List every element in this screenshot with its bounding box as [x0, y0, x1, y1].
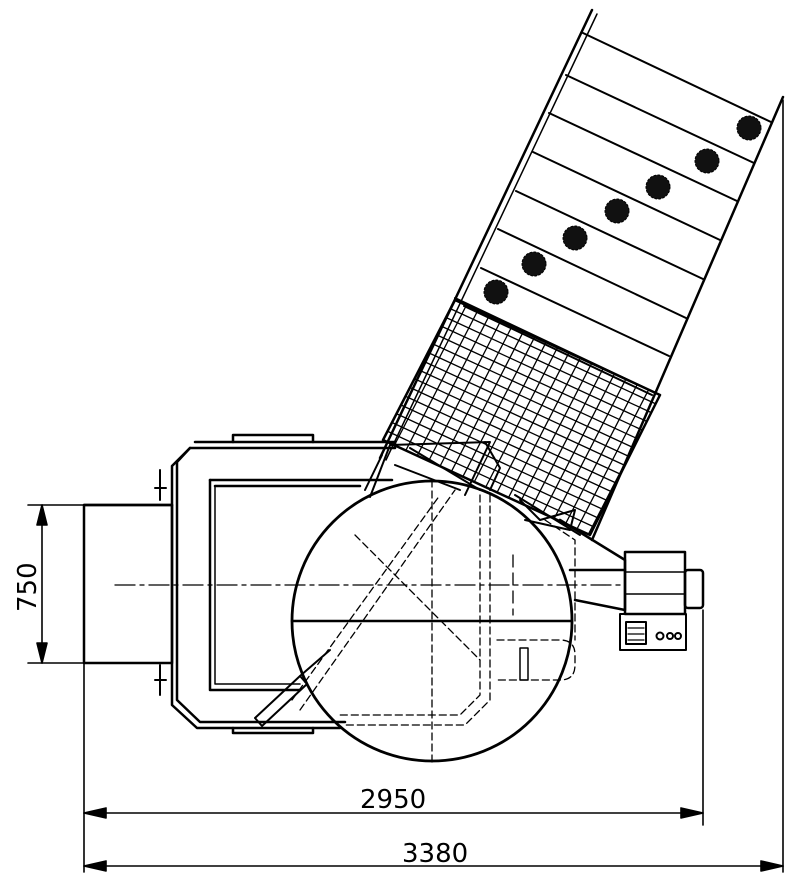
tank-body: [154, 433, 397, 735]
dimension-3380-label: 3380: [402, 839, 468, 869]
conveyor-slats: [454, 32, 772, 396]
rotating-drum: [254, 479, 576, 763]
handle-top-left: [231, 433, 315, 444]
dimension-750-label: 750: [13, 562, 43, 612]
mesh-grating: [383, 300, 660, 535]
drive-motor: [558, 518, 705, 616]
inclined-conveyor: [378, 8, 785, 542]
clamp-bottom: [154, 664, 167, 696]
dimension-2950-label: 2950: [360, 785, 426, 815]
inner-fitting: [519, 647, 529, 681]
discharge-chute: [254, 649, 331, 727]
conveyor-rail-left: [378, 8, 594, 460]
outlet-duct: [82, 503, 174, 665]
product-items: [483, 115, 762, 305]
dimension-lines: [27, 99, 784, 873]
clamp-top: [154, 469, 167, 501]
inlet-hopper: [364, 441, 581, 536]
handle-bottom: [231, 726, 315, 735]
control-box: [619, 613, 687, 651]
